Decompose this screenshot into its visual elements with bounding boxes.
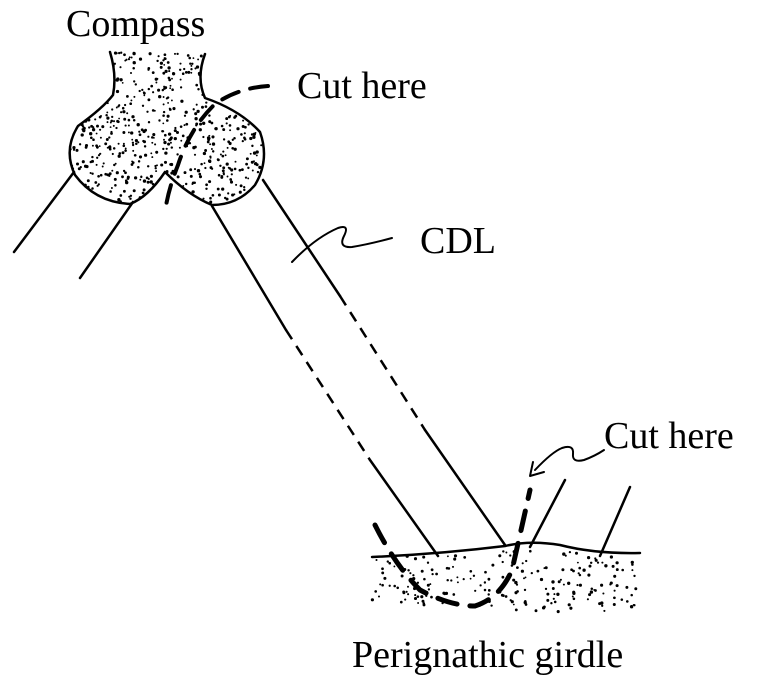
label-cut-here-bottom: Cut here [604, 415, 734, 457]
cdl-pointer [291, 226, 393, 263]
girdle-stipple [370, 549, 638, 614]
girdle-surface [370, 541, 642, 559]
cut-bottom-arrowhead [529, 461, 545, 477]
cut-line-top [163, 84, 270, 214]
cdl-right-edge-lower [423, 428, 507, 547]
label-compass: Compass [66, 3, 205, 45]
label-perignathic-girdle: Perignathic girdle [352, 634, 623, 676]
cdl-left-edge-solid [210, 204, 288, 332]
girdle-spine-1 [528, 478, 567, 549]
cdl-right-edge-solid [261, 178, 342, 298]
cut-line-bottom [372, 487, 533, 609]
cdl-right-edge-dashed [338, 295, 427, 431]
left-inner-edge [78, 200, 135, 280]
label-cdl: CDL [420, 220, 496, 262]
cdl-left-edge-lower [368, 458, 440, 558]
cut-bottom-pointer [534, 445, 605, 471]
girdle-spine-2 [598, 485, 632, 558]
compass-stipple [69, 51, 265, 206]
compass-bone [68, 50, 266, 207]
left-outer-edge [12, 170, 76, 254]
cdl-left-edge-dashed [284, 329, 372, 461]
label-cut-here-top: Cut here [297, 65, 427, 107]
